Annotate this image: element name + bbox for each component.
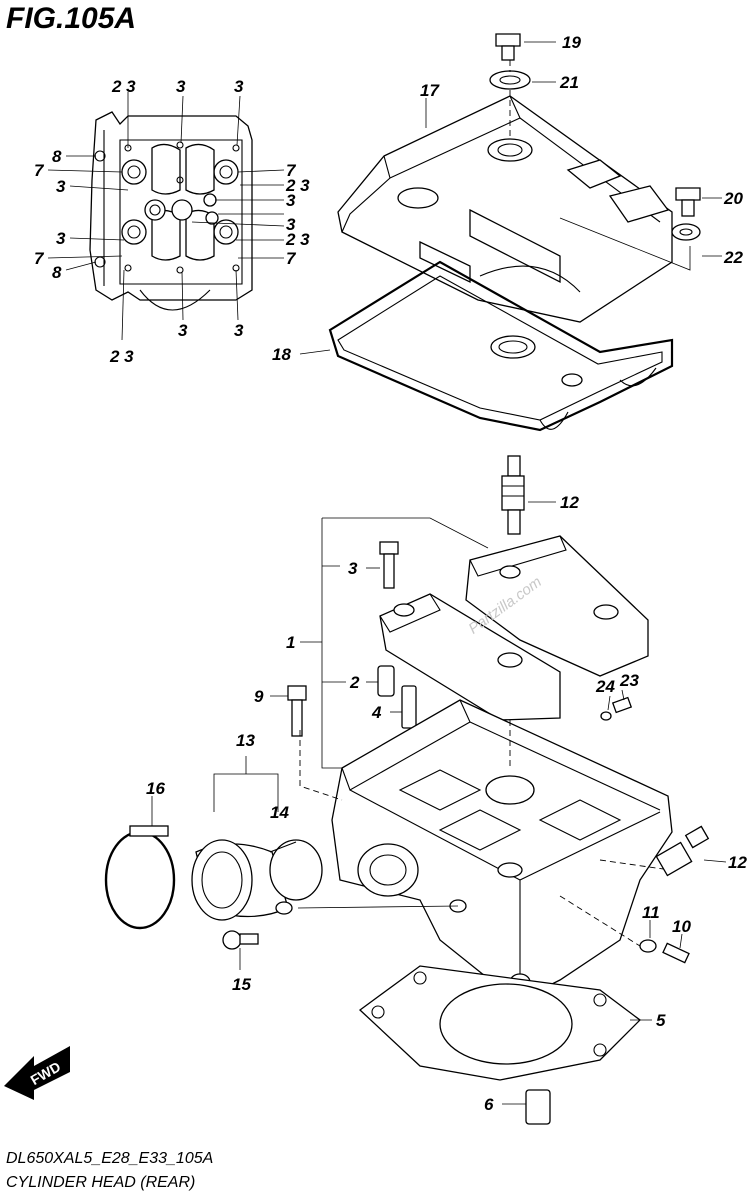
forward-direction-arrow: FWD: [4, 1046, 70, 1100]
inset-callout-7-upper-right: 7: [286, 161, 297, 180]
callout-3: 3: [348, 559, 358, 578]
callout-11: 11: [642, 903, 660, 922]
callout-12-top-plug: 12: [560, 493, 579, 512]
callout-24: 24: [595, 677, 615, 696]
callout-13: 13: [236, 731, 255, 750]
cylinder-head-gasket: 5 6: [358, 965, 666, 1125]
callout-21: 21: [559, 73, 579, 92]
callout-4: 4: [371, 703, 382, 722]
callout-22: 22: [723, 248, 743, 267]
inset-callout-23-bottom: 2 3: [109, 347, 134, 366]
callout-19: 19: [562, 33, 581, 52]
inset-callout-23-top: 2 3: [111, 77, 136, 96]
inset-callout-23-upper-right: 2 3: [285, 176, 310, 195]
inset-callout-8-upper: 8: [52, 147, 62, 166]
callout-23: 23: [619, 671, 639, 690]
callout-18: 18: [272, 345, 291, 364]
callout-10: 10: [672, 917, 691, 936]
cylinder-head-top-view-inset: 2 3 3 3 8 7 7 2 3 3 3 3 3 2 3 7 7 8 2 3 …: [34, 77, 310, 366]
cylinder-head-main: 12 11 10: [297, 699, 747, 1001]
inset-callout-3-bottom-center: 3: [178, 321, 188, 340]
callout-16: 16: [146, 779, 165, 798]
figure-name: CYLINDER HEAD (REAR): [6, 1174, 196, 1191]
cylinder-head-sub-assembly: 12 3 1 2 4 9 23 24: [254, 455, 649, 769]
inset-callout-3-lower-left: 3: [56, 229, 66, 248]
inset-callout-3-mid-right-a: 3: [286, 191, 296, 210]
inset-callout-3-bottom-right: 3: [234, 321, 244, 340]
callout-1: 1: [286, 633, 295, 652]
inset-callout-23-lower-right: 2 3: [285, 230, 310, 249]
callout-15: 15: [232, 975, 251, 994]
callout-14: 14: [270, 803, 289, 822]
callout-6: 6: [484, 1095, 494, 1114]
callout-12-side-plug: 12: [728, 853, 747, 872]
callout-17: 17: [420, 81, 440, 100]
inset-callout-3-mid-right-b: 3: [286, 215, 296, 234]
model-code: DL650XAL5_E28_E33_105A: [6, 1150, 214, 1167]
intake-pipe-assembly: 16 15 13 14: [104, 731, 323, 994]
callout-9: 9: [254, 687, 264, 706]
callout-5: 5: [656, 1011, 666, 1030]
inset-callout-7-lower-left: 7: [34, 249, 45, 268]
callout-2: 2: [349, 673, 360, 692]
inset-callout-3-top-right: 3: [234, 77, 244, 96]
cylinder-head-cover-assembly: 19 21 17 20 22 18: [272, 33, 743, 432]
callout-20: 20: [723, 189, 743, 208]
inset-callout-3-upper-left: 3: [56, 177, 66, 196]
inset-callout-3-top-center: 3: [176, 77, 186, 96]
figure-title: FIG.105A: [6, 2, 137, 35]
inset-callout-8-lower: 8: [52, 263, 62, 282]
inset-callout-7-upper-left: 7: [34, 161, 45, 180]
inset-callout-7-lower-right: 7: [286, 249, 297, 268]
